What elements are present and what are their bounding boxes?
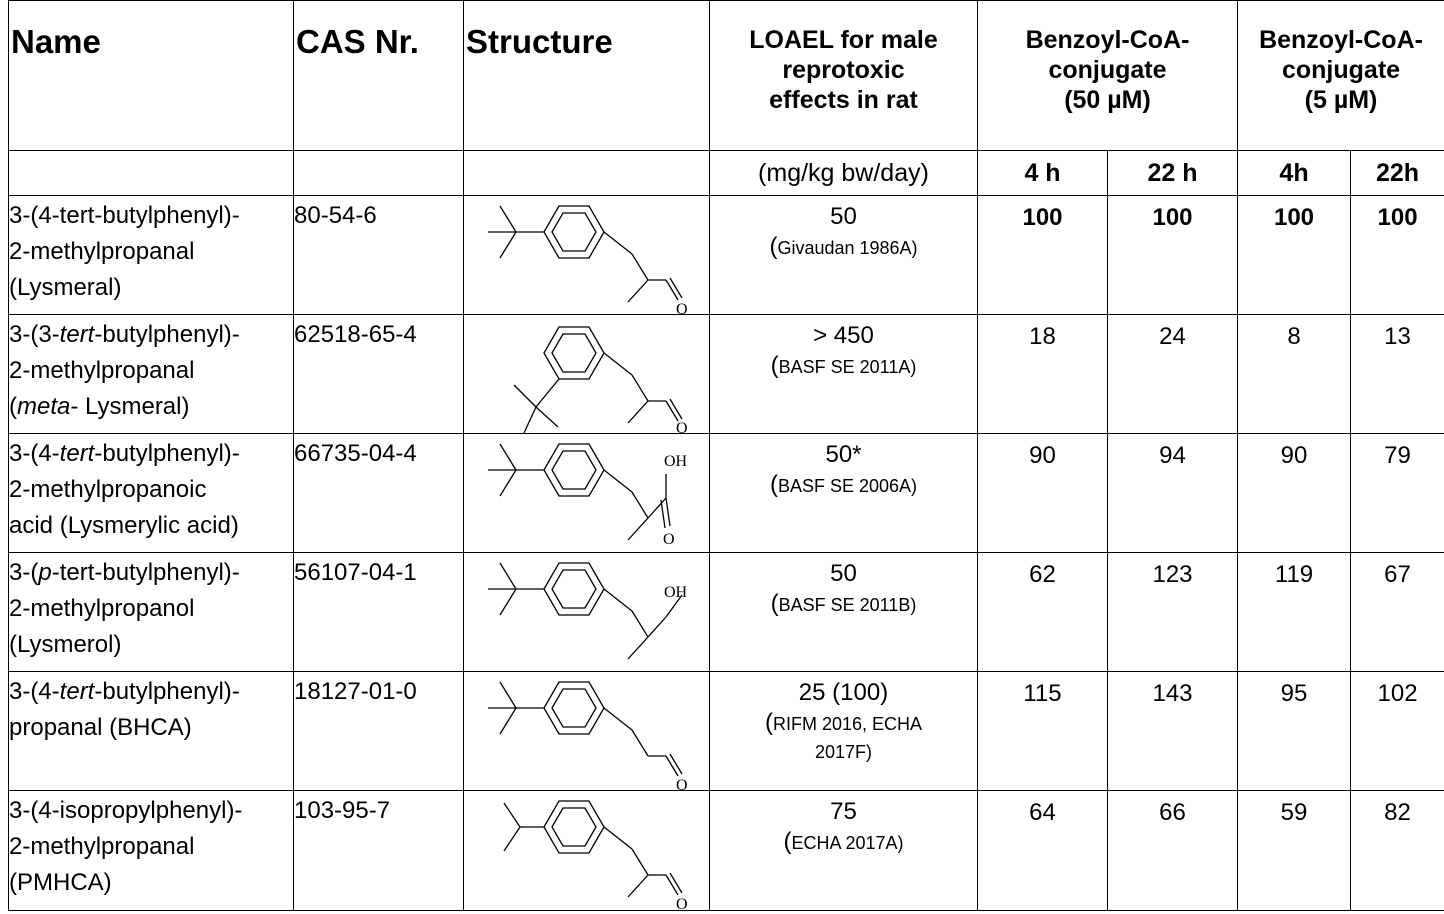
compound-name: 3-(4-tert-butylphenyl)-2-methylpropanal(…	[8, 195, 294, 315]
pmhca-structure-icon: O	[463, 790, 710, 911]
header-conjugate-5: Benzoyl-CoA-conjugate(5 µM)	[1237, 0, 1444, 151]
value-5-22h: 67	[1350, 552, 1444, 672]
header-conjugate-50: Benzoyl-CoA-conjugate(50 µM)	[976, 0, 1239, 151]
cas-number: 56107-04-1	[293, 552, 464, 672]
compound-name: 3-(4-tert-butylphenyl)-2-methylpropanoic…	[8, 433, 294, 553]
value-50-22h: 66	[1106, 790, 1239, 911]
header-name: Name	[8, 0, 294, 151]
value-50-4h: 62	[977, 552, 1108, 672]
value-5-4h: 59	[1237, 790, 1352, 911]
table-row: 3-(p-tert-butylphenyl)-2-methylpropanol(…	[8, 552, 1444, 672]
value-50-22h: 143	[1106, 671, 1239, 791]
value-50-22h: 100	[1106, 195, 1239, 315]
subheader-5-4h: 4h	[1237, 150, 1352, 196]
subheader-empty	[8, 150, 294, 196]
table-row: 3-(4-isopropylphenyl)-2-methylpropanal(P…	[8, 790, 1444, 911]
value-50-22h: 24	[1106, 314, 1239, 434]
subheader-5-22h: 22h	[1350, 150, 1444, 196]
loael-value: 50(BASF SE 2011B)	[709, 552, 978, 672]
cas-number: 103-95-7	[293, 790, 464, 911]
loael-value: 75(ECHA 2017A)	[709, 790, 978, 911]
lysmerylic-acid-structure-icon: OH O	[463, 433, 710, 553]
loael-value: 50*(BASF SE 2006A)	[709, 433, 978, 553]
value-5-4h: 8	[1237, 314, 1352, 434]
svg-text:O: O	[676, 301, 688, 314]
value-5-4h: 119	[1237, 552, 1352, 672]
lysmerol-structure-icon: OH	[463, 552, 710, 672]
cas-number: 62518-65-4	[293, 314, 464, 434]
header-structure: Structure	[463, 0, 710, 151]
cas-number: 18127-01-0	[293, 671, 464, 791]
svg-text:O: O	[676, 777, 688, 790]
cas-number: 80-54-6	[293, 195, 464, 315]
table-row: 3-(4-tert-butylphenyl)-2-methylpropanal(…	[8, 195, 1444, 315]
svg-text:O: O	[676, 896, 688, 909]
value-50-22h: 94	[1106, 433, 1239, 553]
value-5-4h: 90	[1237, 433, 1352, 553]
value-50-4h: 64	[977, 790, 1108, 911]
subheader-unit: (mg/kg bw/day)	[709, 150, 978, 196]
svg-text:OH: OH	[664, 453, 688, 470]
compound-name: 3-(3-tert-butylphenyl)-2-methylpropanal(…	[8, 314, 294, 434]
lysmeral-structure-icon: O	[463, 195, 710, 315]
value-50-4h: 90	[977, 433, 1108, 553]
table-row: 3-(3-tert-butylphenyl)-2-methylpropanal(…	[8, 314, 1444, 434]
value-50-4h: 115	[977, 671, 1108, 791]
header-cas: CAS Nr.	[293, 0, 464, 151]
loael-value: 50(Givaudan 1986A)	[709, 195, 978, 315]
bhca-structure-icon: O	[463, 671, 710, 791]
value-5-22h: 13	[1350, 314, 1444, 434]
compound-name: 3-(4-isopropylphenyl)-2-methylpropanal(P…	[8, 790, 294, 911]
svg-text:OH: OH	[664, 584, 688, 601]
value-5-22h: 102	[1350, 671, 1444, 791]
loael-value: > 450(BASF SE 2011A)	[709, 314, 978, 434]
table-row: 3-(4-tert-butylphenyl)-2-methylpropanoic…	[8, 433, 1444, 553]
value-50-4h: 100	[977, 195, 1108, 315]
value-50-4h: 18	[977, 314, 1108, 434]
svg-text:O: O	[663, 531, 675, 548]
subheader-50-22h: 22 h	[1106, 150, 1239, 196]
subheader-50-4h: 4 h	[977, 150, 1108, 196]
cas-number: 66735-04-4	[293, 433, 464, 553]
value-50-22h: 123	[1106, 552, 1239, 672]
value-5-22h: 82	[1350, 790, 1444, 911]
subheader-empty	[463, 150, 710, 196]
value-5-22h: 100	[1350, 195, 1444, 315]
compound-name: 3-(4-tert-butylphenyl)-propanal (BHCA)	[8, 671, 294, 791]
compound-name: 3-(p-tert-butylphenyl)-2-methylpropanol(…	[8, 552, 294, 672]
svg-text:O: O	[676, 420, 688, 433]
meta-lysmeral-structure-icon: O	[463, 314, 710, 434]
value-5-22h: 79	[1350, 433, 1444, 553]
value-5-4h: 95	[1237, 671, 1352, 791]
table-row: 3-(4-tert-butylphenyl)-propanal (BHCA) 1…	[8, 671, 1444, 791]
subheader-empty	[293, 150, 464, 196]
value-5-4h: 100	[1237, 195, 1352, 315]
